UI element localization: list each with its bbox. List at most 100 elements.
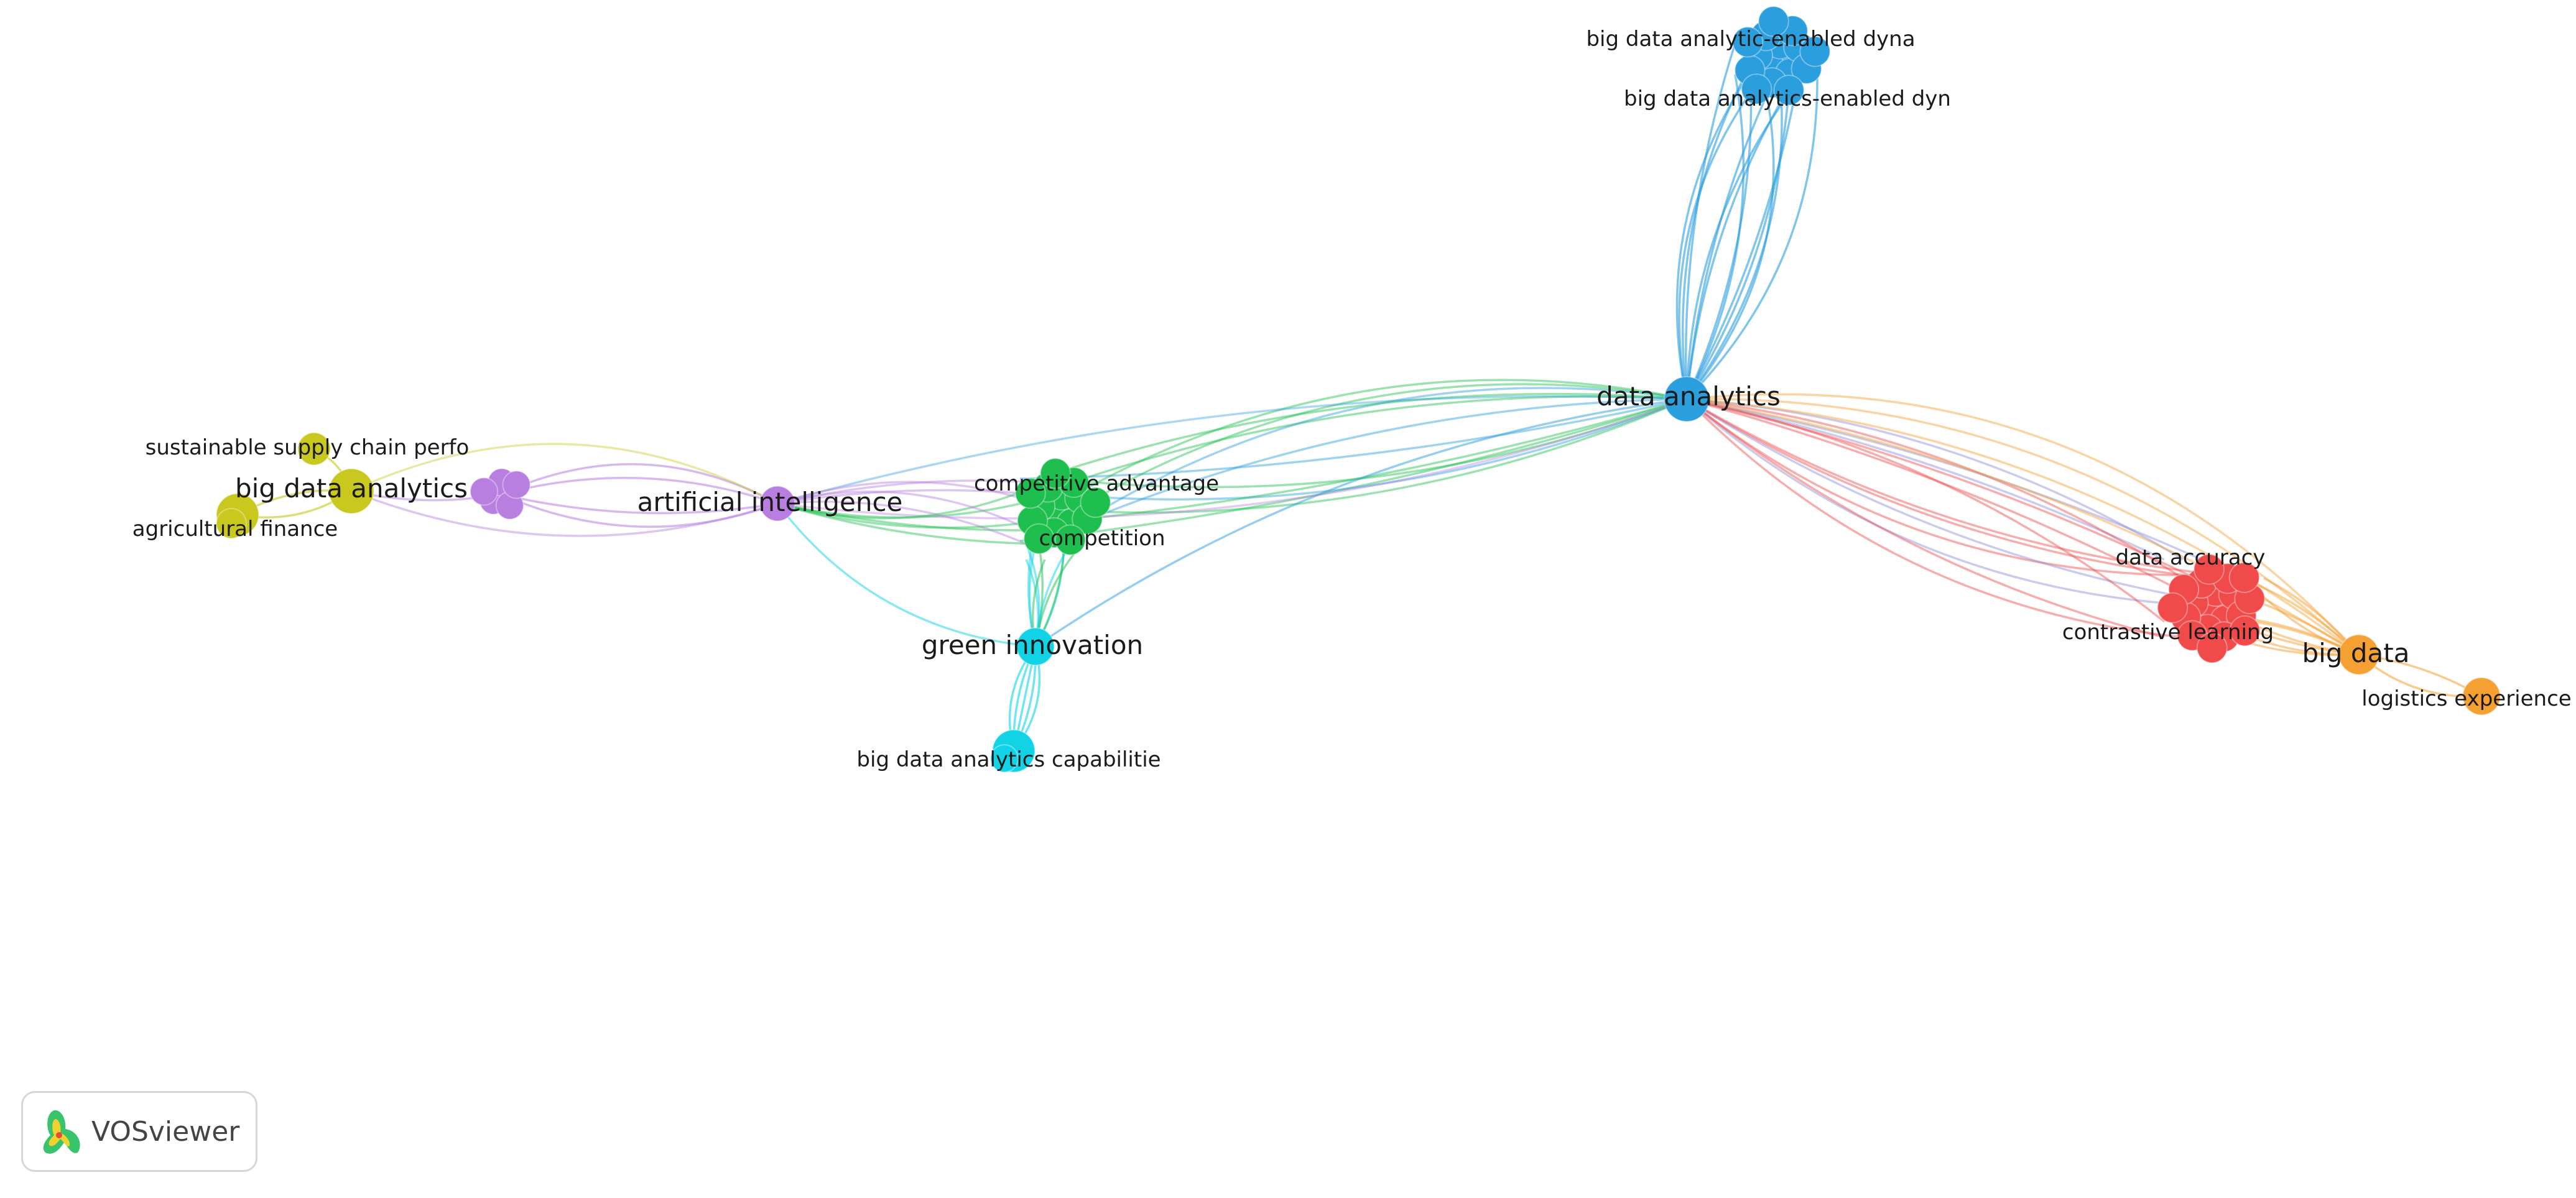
link	[1057, 398, 1687, 489]
node-big-data-analytics[interactable]	[328, 468, 374, 514]
link	[500, 493, 778, 528]
link-layer	[237, 42, 2482, 752]
label-data-analytics[interactable]: data analytics	[1596, 381, 1781, 412]
link	[1686, 393, 2360, 656]
link	[1686, 397, 2360, 656]
link	[777, 481, 1045, 520]
link	[777, 395, 1687, 505]
link	[1685, 74, 1775, 400]
link	[1686, 398, 2166, 623]
label-green-innovation[interactable]: green innovation	[922, 630, 1143, 660]
vosviewer-logo-icon	[43, 1110, 80, 1154]
label-contrastive-learning[interactable]: contrastive learning	[2062, 620, 2274, 645]
link	[1038, 398, 1687, 542]
node-green-innovation[interactable]	[1016, 627, 1055, 666]
link	[1075, 383, 1687, 511]
link	[1686, 398, 2202, 592]
link	[351, 443, 778, 505]
link	[777, 479, 1027, 505]
label-agricultural-finance[interactable]: agricultural finance	[132, 517, 338, 541]
label-big-data-analytics[interactable]: big data analytics	[235, 473, 468, 504]
node-red[interactable]	[2193, 553, 2225, 585]
link	[1686, 398, 2184, 561]
link	[1685, 398, 2202, 576]
link	[500, 493, 778, 515]
node-green[interactable]	[1054, 524, 1086, 556]
link	[1685, 398, 2184, 638]
link	[1685, 74, 1777, 400]
label-big-data-analytic-enabled-dyna[interactable]: big data analytic-enabled dyna	[1586, 27, 1915, 52]
node-red[interactable]	[2228, 561, 2260, 593]
label-competition[interactable]: competition	[1039, 526, 1165, 551]
link	[1686, 398, 2184, 576]
link	[1685, 398, 2165, 638]
label-competitive-advantage[interactable]: competitive advantage	[974, 471, 1219, 496]
node-green[interactable]	[1023, 523, 1055, 555]
node-blue[interactable]	[1741, 73, 1772, 105]
node-blue[interactable]	[1799, 35, 1831, 67]
link	[1019, 398, 1687, 542]
node-red[interactable]	[2157, 592, 2189, 624]
link	[777, 496, 1045, 519]
link	[1685, 398, 2221, 607]
node-yellow[interactable]	[216, 508, 247, 539]
label-sustainable-supply-chain-perfo[interactable]: sustainable supply chain perfo	[146, 435, 470, 460]
link	[351, 490, 778, 537]
link	[1075, 379, 1687, 495]
node-blue[interactable]	[1732, 26, 1764, 58]
node-green[interactable]	[1040, 458, 1072, 489]
label-big-data-analytics-capabilitie[interactable]: big data analytics capabilitie	[856, 747, 1161, 772]
link	[1685, 73, 1805, 400]
label-layer: data analytics big data analytic-enabled…	[132, 27, 2572, 772]
node-red[interactable]	[2196, 632, 2228, 664]
link	[1019, 398, 1687, 480]
link	[1686, 398, 2240, 607]
link	[776, 502, 1036, 648]
link	[1038, 395, 1687, 495]
node-green[interactable]	[1014, 477, 1046, 509]
vosviewer-logo: VOSviewer	[21, 1091, 257, 1172]
label-logistics-experience[interactable]: logistics experience	[2361, 686, 2571, 711]
link	[1685, 74, 1818, 400]
link	[1038, 392, 1687, 480]
node-yellow[interactable]	[297, 432, 331, 466]
label-artificial-intelligence[interactable]: artificial intelligence	[637, 487, 903, 517]
node-artificial-intelligence[interactable]	[759, 486, 795, 522]
node-cyan[interactable]	[990, 744, 1019, 773]
link	[1075, 387, 1687, 527]
node-big-data[interactable]	[2338, 634, 2379, 675]
link	[777, 398, 1687, 520]
link	[1686, 398, 2165, 561]
node-purple[interactable]	[502, 470, 531, 499]
link	[1686, 398, 2221, 592]
link	[1686, 398, 2221, 576]
node-blue[interactable]	[1773, 75, 1805, 106]
node-green[interactable]	[1080, 487, 1111, 518]
node-red[interactable]	[2229, 615, 2261, 647]
link	[1686, 398, 2202, 561]
node-logistics-experience[interactable]	[2462, 677, 2501, 716]
link	[1057, 398, 1687, 514]
label-big-data-analytics-enabled-dyn[interactable]: big data analytics-enabled dyn	[1624, 86, 1951, 111]
label-big-data[interactable]: big data	[2302, 638, 2410, 668]
link	[777, 500, 1027, 545]
link	[1057, 398, 1687, 501]
link	[777, 491, 1027, 530]
link	[1684, 43, 1736, 400]
link	[1686, 398, 2360, 656]
link	[1686, 398, 2360, 656]
link	[500, 463, 778, 505]
node-purple[interactable]	[470, 477, 499, 506]
link	[1686, 398, 2240, 623]
link	[1685, 74, 1791, 400]
app-name: VOSviewer	[91, 1115, 240, 1148]
link	[1675, 74, 1750, 400]
link	[1685, 74, 1745, 400]
link	[777, 502, 1045, 545]
link	[500, 476, 778, 505]
link	[1035, 398, 1687, 648]
label-data-accuracy[interactable]: data accuracy	[2116, 545, 2266, 570]
node-blue[interactable]	[1758, 6, 1789, 37]
node-data-analytics[interactable]	[1664, 376, 1710, 422]
